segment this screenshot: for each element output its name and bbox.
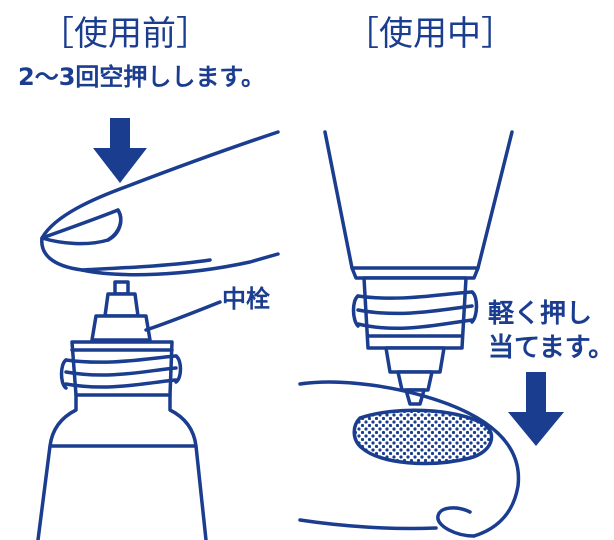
application-area bbox=[352, 408, 494, 466]
inner-plug-label: 中栓 bbox=[222, 285, 270, 313]
down-arrow-icon bbox=[93, 118, 147, 183]
bottle-body-left bbox=[36, 393, 208, 540]
instruction-before: 2～3回空押しします。 bbox=[18, 63, 265, 91]
instruction-during-line2: 当てます。 bbox=[488, 333, 614, 363]
down-arrow-icon bbox=[508, 372, 564, 446]
instruction-during-line1: 軽く押し bbox=[488, 299, 593, 329]
plug-callout-line bbox=[144, 300, 222, 332]
skin-outline bbox=[298, 380, 521, 538]
nozzle-right bbox=[384, 346, 446, 406]
panel-title-before: ［使用前］ bbox=[40, 14, 210, 54]
thumb-outline bbox=[436, 506, 476, 538]
skin-lower bbox=[298, 518, 438, 531]
finger-crease bbox=[106, 208, 123, 242]
bottle-neck-left bbox=[59, 340, 183, 397]
finger-underside bbox=[80, 258, 212, 272]
panel-title-during: ［使用中］ bbox=[345, 14, 515, 54]
bottle-neck-right bbox=[351, 276, 479, 350]
bottle-body-right bbox=[323, 130, 514, 270]
finger bbox=[40, 130, 280, 277]
inner-plug bbox=[90, 280, 152, 342]
